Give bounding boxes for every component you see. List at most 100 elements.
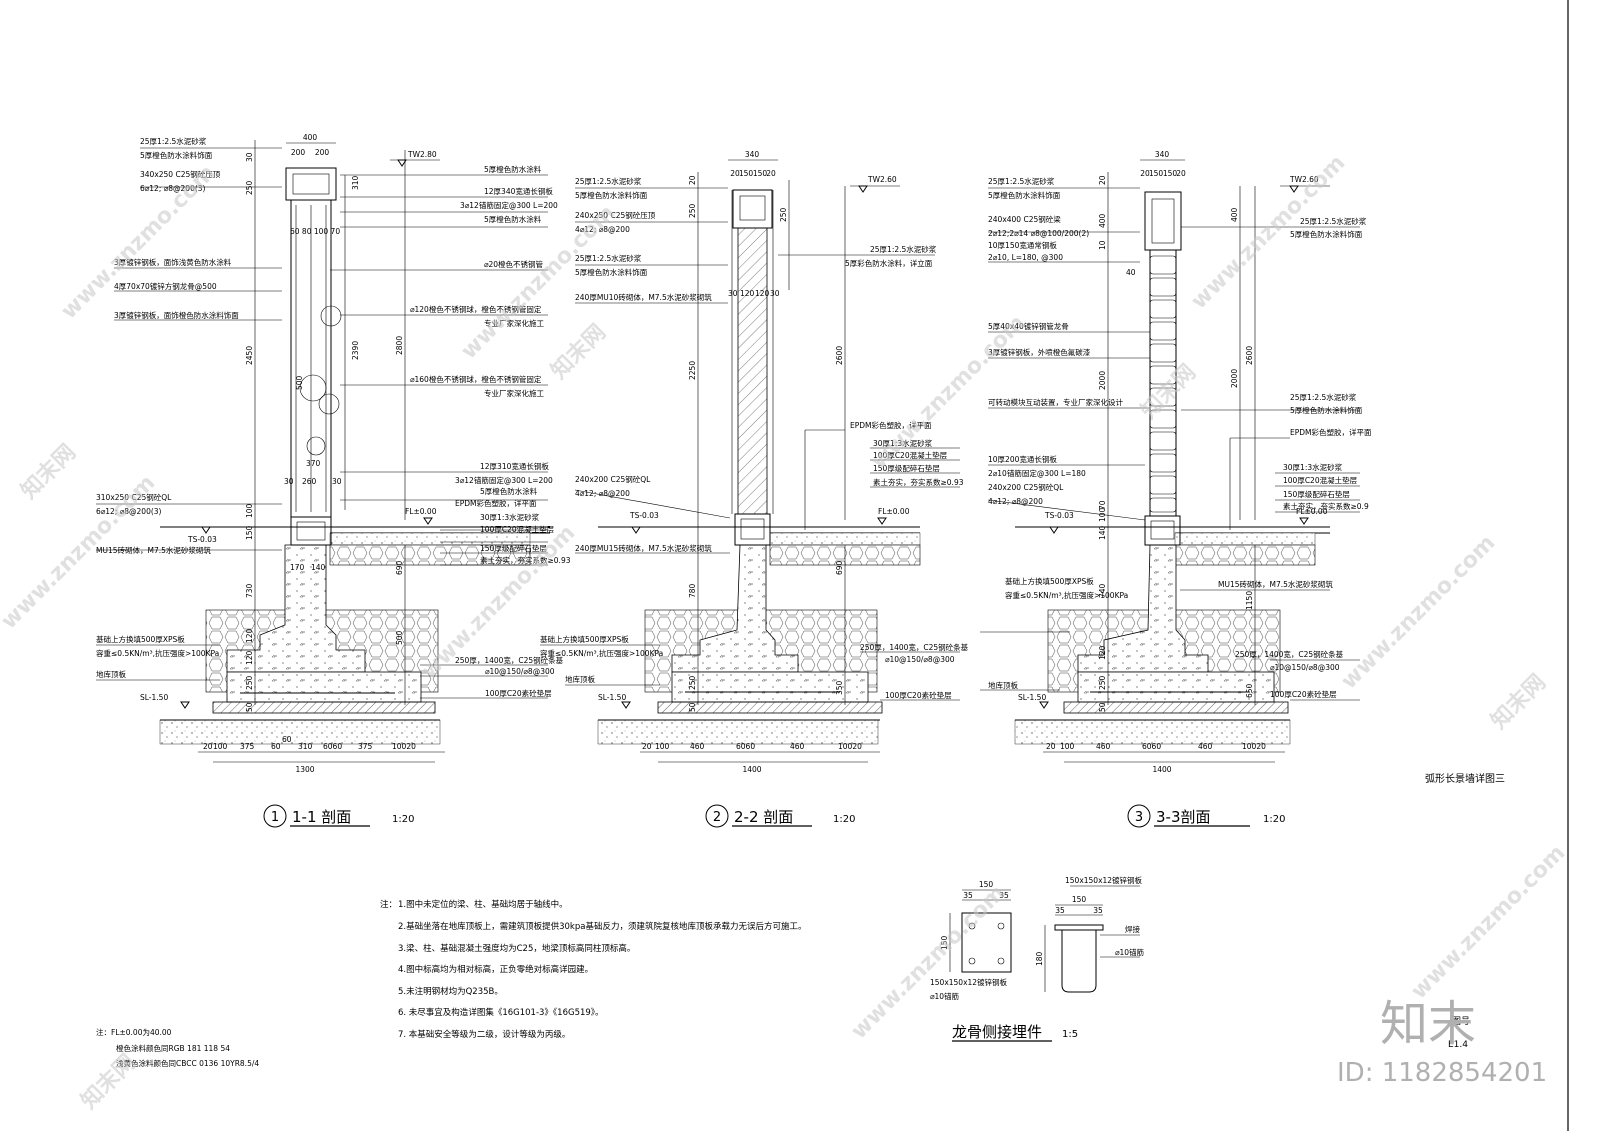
section-1-title: 1 1-1 剖面 1:20 — [263, 804, 414, 828]
s1-dim-left: 2450 — [245, 346, 254, 365]
watermark-brand: 知末网 — [1136, 359, 1201, 424]
section-2-2-drawing — [540, 159, 960, 763]
s1-label-right: 5厚橙色防水涂料 — [484, 214, 542, 224]
s3-dim-left: 140 — [1098, 525, 1107, 540]
section-2-title: 2 2-2 剖面 1:20 — [705, 804, 855, 828]
s1-dim-right: 310 — [351, 175, 360, 190]
s1-label-right: 150厚级配碎石垫层 — [480, 543, 547, 553]
image-id: ID: 1182854201 — [1337, 1058, 1547, 1088]
general-notes: 注： 1.图中未定位的梁、柱、基础均居于轴线中。 2.基础坐落在地库顶板上，需建… — [380, 899, 806, 1040]
s1-dim-bottom: 310 — [298, 742, 313, 751]
s3-dim-total: 1400 — [1152, 765, 1171, 774]
s3-dim-left: 20 — [1098, 175, 1107, 185]
s2-dim-left: 250 — [688, 675, 697, 690]
s2-label-left: 240x200 C25钢砼QL — [575, 474, 651, 484]
watermark-brand: 知末网 — [76, 1049, 141, 1114]
s1-label-right: ⌀160橙色不锈钢球，橙色不锈钢管固定 — [410, 374, 542, 384]
s1-dim-left: 250 — [245, 675, 254, 690]
s2-label-right: 100厚C20混凝土垫层 — [873, 450, 948, 460]
section-3-scale: 1:20 — [1263, 814, 1285, 825]
note-item: 5.未注明钢材均为Q235B。 — [398, 986, 503, 997]
s1-dim-top: 200 — [315, 148, 330, 157]
s3-dim-left: 740 — [1098, 583, 1107, 598]
embed-side-dim: 35 — [1055, 906, 1065, 915]
s3-label-left: 容重≤0.5KN/m³,抗压强度>100KPa — [1005, 590, 1128, 600]
notes-heading: 注： — [380, 899, 397, 910]
s3-elev-sl: SL-1.50 — [1018, 693, 1046, 702]
note-item: 2.基础坐落在地库顶板上，需建筑顶板提供30kpa基础反力，须建筑院复核地库顶板… — [398, 921, 806, 932]
s1-label-right: ⌀20橙色不锈钢管 — [484, 259, 544, 269]
s3-label-right: MU15砖砌体，M7.5水泥砂浆砌筑 — [1218, 579, 1333, 589]
s3-label-right: 5厚橙色防水涂料饰面 — [1290, 405, 1363, 415]
s3-dim-top: 20 — [1176, 169, 1186, 178]
s1-inner-dim: 260 — [302, 477, 317, 486]
s3-dim-left: 100 — [1098, 507, 1107, 522]
s3-dim-top: 150 — [1163, 169, 1178, 178]
s2-inner-dim: 30 — [728, 289, 738, 298]
s3-label-left: 3厚镀锌钢板，外喷橙色氟碳漆 — [988, 347, 1091, 357]
embed-plan-dim: 150 — [940, 935, 949, 950]
s3-elev-top: TW2.60 — [1289, 175, 1319, 184]
s1-dim-right: 690 — [395, 560, 404, 575]
s2-label-right: EPDM彩色塑胶，详平面 — [850, 420, 932, 430]
s1-dim-total: 1300 — [295, 765, 314, 774]
s3-label-left: 10厚200宽通长钢板 — [988, 454, 1057, 464]
s2-dim-left: 20 — [688, 175, 697, 185]
s3-label-left: 240x200 C25钢砼QL — [988, 482, 1064, 492]
s3-label-left: 2⌀10, L=180, @300 — [988, 253, 1063, 262]
watermark-brand: 知末网 — [16, 439, 81, 504]
s3-label-left: 4⌀12; ⌀8@200 — [988, 497, 1043, 506]
s3-label-right: 250厚，1400宽，C25钢砼条基 — [1235, 649, 1344, 659]
s1-label-right: 5厚橙色防水涂料 — [484, 164, 542, 174]
s1-inner-dim: 140 — [311, 563, 326, 572]
s1-dim-right: 2800 — [395, 336, 404, 355]
s3-dim-left: 70 — [1098, 500, 1107, 510]
s2-inner-dim: 120 — [755, 289, 770, 298]
embed-side-label: 150x150x12镀锌钢板 — [1065, 875, 1143, 885]
s2-label-left: 5厚橙色防水涂料饰面 — [575, 267, 648, 277]
s3-label-right: 100厚C20混凝土垫层 — [1283, 475, 1358, 485]
s1-inner-dim: 30 — [284, 477, 294, 486]
watermark-text: www.znzmo.com — [847, 880, 1011, 1044]
s3-label-right: 5厚橙色防水涂料饰面 — [1290, 229, 1363, 239]
s3-label-right: 素土夯实，夯实系数≥0.9 — [1283, 501, 1369, 511]
embed-detail-scale: 1:5 — [1062, 1029, 1078, 1040]
section-2-title-text: 2-2 剖面 — [734, 808, 793, 826]
s1-label-left: 4厚70x70镀锌方钢龙骨@500 — [114, 281, 217, 291]
section-2-scale: 1:20 — [833, 814, 855, 825]
s3-label-right: 150厚级配碎石垫层 — [1283, 489, 1350, 499]
s3-dim-bottom: 460 — [1198, 742, 1213, 751]
s1-dim-left: 50 — [245, 702, 254, 712]
embed-side-dim: 150 — [1072, 895, 1087, 904]
s3-label-left: 25厚1:2.5水泥砂浆 — [988, 176, 1055, 186]
s3-dim-left: 10 — [1098, 240, 1107, 250]
s2-dim-right: 350 — [835, 680, 844, 695]
s2-dim-right: 2600 — [835, 346, 844, 365]
s1-label-left: 3厚镀锌钢板，面饰浅黄色防水涂料 — [114, 257, 232, 267]
s1-dim-left: 150 — [245, 525, 254, 540]
s3-dim-bottom: 460 — [1096, 742, 1111, 751]
s1-label-right: EPDM彩色塑胶，详平面 — [455, 498, 537, 508]
s2-dim-bottom: 460 — [690, 742, 705, 751]
section-3-title-text: 3-3剖面 — [1156, 808, 1211, 826]
s1-dim-bottom: 100 — [213, 742, 228, 751]
s3-label-left: 240x400 C25钢砼梁 — [988, 214, 1061, 224]
embed-plan-label: ⌀10锚筋 — [930, 991, 960, 1001]
s3-elev-fl: FL±0.00 — [1296, 507, 1328, 516]
s1-label-right: ⌀10@150/⌀8@300 — [485, 667, 555, 676]
s3-dim-top-total: 340 — [1155, 150, 1170, 159]
note-item: 3.梁、柱、基础混凝土强度均为C25，地梁顶标高同柱顶标高。 — [398, 943, 635, 954]
s1-elev-ts: TS-0.03 — [187, 535, 217, 544]
s3-dim-left: 250 — [1098, 675, 1107, 690]
s2-label-right: 素土夯实，夯实系数≥0.93 — [873, 477, 964, 487]
s3-dim-right: 2000 — [1230, 369, 1239, 388]
s3-dim-top: 20 — [1140, 169, 1150, 178]
section-3-number: 3 — [1135, 810, 1143, 825]
s1-label-left: 310x250 C25钢砼QL — [96, 492, 172, 502]
s2-label-left: 5厚橙色防水涂料饰面 — [575, 190, 648, 200]
color-note-item: 橙色涂料颜色同RGB 181 118 54 — [116, 1043, 230, 1053]
s2-dim-left: 780 — [688, 583, 697, 598]
s3-label-left: 地库顶板 — [988, 680, 1018, 690]
section-2-annotations: 340 20 150 150 20 20 250 2250 780 250 50… — [540, 150, 969, 774]
s3-label-left: 基础上方换填500厚XPS板 — [1005, 576, 1094, 586]
